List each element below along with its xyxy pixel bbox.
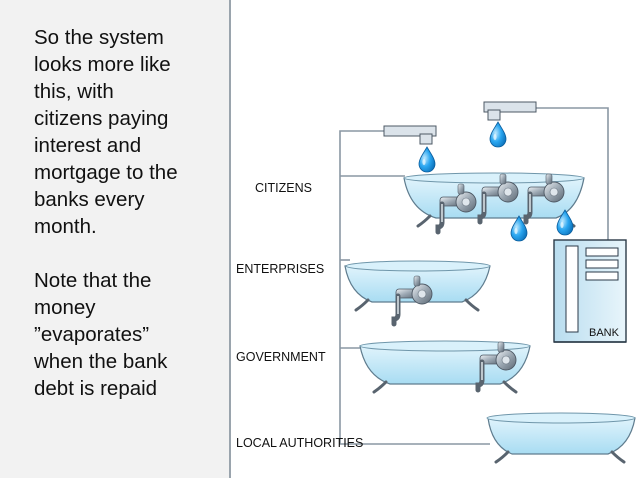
pipe-lines	[339, 107, 609, 445]
tap-spout-icon	[383, 125, 437, 145]
water-drop-icon	[418, 146, 436, 173]
tap-spout-icon	[483, 101, 537, 121]
bank-machine-icon	[553, 239, 627, 343]
label-enterprises: ENTERPRISES	[236, 262, 324, 276]
pipe-left-vertical	[339, 130, 490, 445]
note-line: ”evaporates”	[34, 323, 150, 346]
slide-text: So the system looks more like this, with…	[34, 24, 219, 402]
water-drop-icon	[489, 121, 507, 148]
bathtub-icon	[486, 412, 636, 464]
label-citizens: CITIZENS	[255, 181, 312, 195]
text-line: So the system	[34, 26, 164, 49]
text-panel: So the system looks more like this, with…	[0, 0, 231, 478]
label-bank: BANK	[589, 327, 620, 339]
note-line: debt is repaid	[34, 377, 158, 400]
pipe-to-bank	[534, 107, 609, 240]
bathtub-icon	[359, 340, 531, 394]
label-local-authorities: LOCAL AUTHORITIES	[236, 436, 363, 450]
text-line: month.	[34, 215, 97, 238]
note-line: when the bank	[34, 350, 168, 373]
text-line: looks more like	[34, 53, 171, 76]
text-line: citizens paying	[34, 107, 169, 130]
text-line: interest and	[34, 134, 142, 157]
note-line: Note that the	[34, 269, 152, 292]
text-line: banks every	[34, 188, 145, 211]
note-line: money	[34, 296, 96, 319]
text-line: mortgage to the	[34, 161, 178, 184]
label-government: GOVERNMENT	[236, 350, 326, 364]
text-line: this, with	[34, 80, 114, 103]
